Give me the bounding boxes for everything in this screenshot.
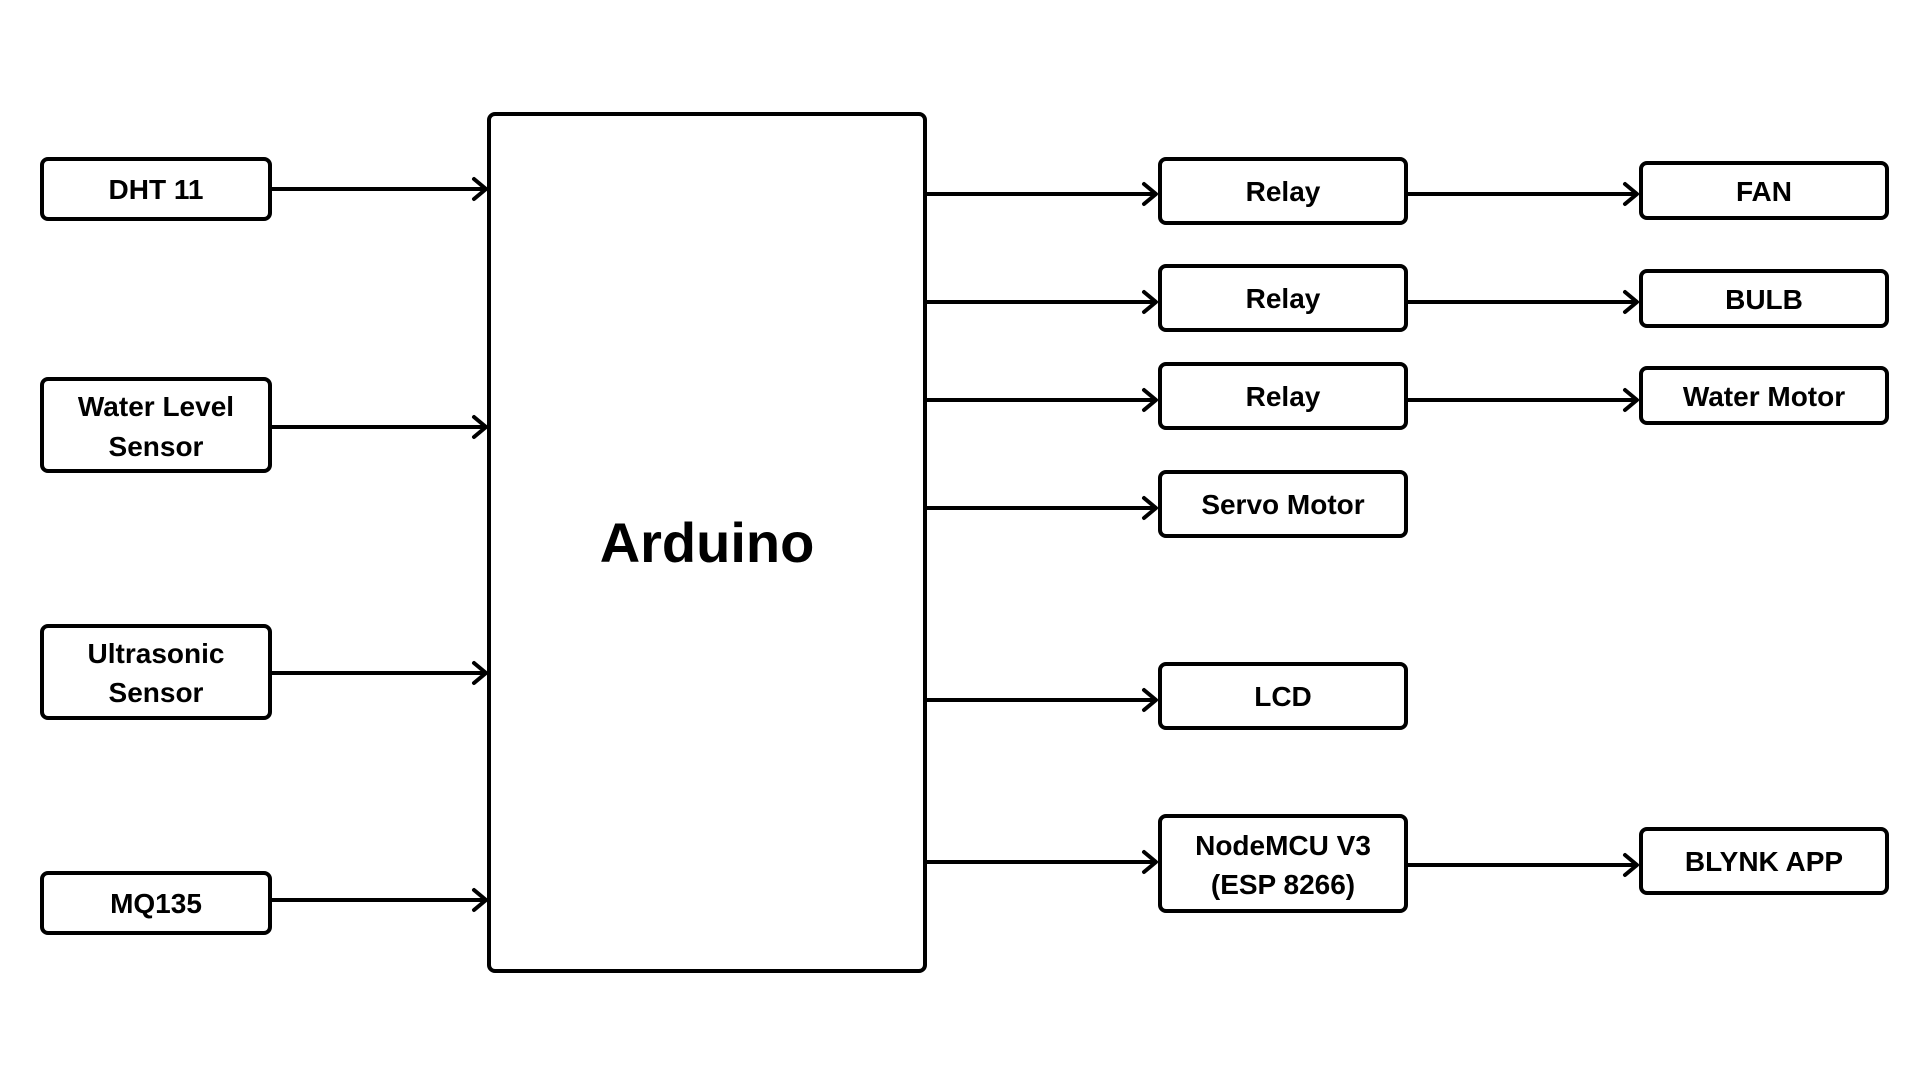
edge-arduino-to-servo-motor <box>926 496 1158 520</box>
dht11-box: DHT 11 <box>40 157 272 221</box>
arduino-block: Arduino <box>487 112 927 973</box>
relay-1-box: Relay <box>1158 157 1408 225</box>
arduino-label: Arduino <box>600 511 815 574</box>
water-level-sensor-label-line-2: Sensor <box>109 431 204 462</box>
nodemcu-label-line-2: (ESP 8266) <box>1211 869 1355 900</box>
nodemcu-box: NodeMCU V3 (ESP 8266) <box>1158 814 1408 913</box>
relay-2-label: Relay <box>1246 283 1321 314</box>
edge-arduino-to-nodemcu <box>926 850 1158 874</box>
mq135-label: MQ135 <box>110 888 202 919</box>
edge-ultrasonic-sensor-to-arduino <box>271 661 488 685</box>
water-motor-label: Water Motor <box>1683 381 1845 412</box>
edge-relay-3-to-water-motor <box>1407 388 1639 412</box>
edge-water-level-sensor-to-arduino <box>271 415 488 439</box>
lcd-box: LCD <box>1158 662 1408 730</box>
edge-dht11-to-arduino <box>271 177 488 201</box>
ultrasonic-sensor-box: Ultrasonic Sensor <box>40 624 272 720</box>
bulb-box: BULB <box>1639 269 1889 328</box>
edge-arduino-to-lcd <box>926 688 1158 712</box>
servo-motor-label: Servo Motor <box>1201 489 1364 520</box>
ultrasonic-sensor-label-line-1: Ultrasonic <box>88 638 225 669</box>
water-motor-box: Water Motor <box>1639 366 1889 425</box>
relay-1-label: Relay <box>1246 176 1321 207</box>
relay-3-box: Relay <box>1158 362 1408 430</box>
relay-2-box: Relay <box>1158 264 1408 332</box>
edge-relay-2-to-bulb <box>1407 290 1639 314</box>
mq135-box: MQ135 <box>40 871 272 935</box>
relay-3-label: Relay <box>1246 381 1321 412</box>
nodemcu-label-line-1: NodeMCU V3 <box>1195 830 1371 861</box>
ultrasonic-sensor-label-line-2: Sensor <box>109 677 204 708</box>
edge-mq135-to-arduino <box>271 888 488 912</box>
fan-label: FAN <box>1736 176 1792 207</box>
edge-arduino-to-relay-1 <box>926 182 1158 206</box>
edges <box>271 177 1639 912</box>
fan-box: FAN <box>1639 161 1889 220</box>
blynk-app-label: BLYNK APP <box>1685 846 1843 877</box>
lcd-label: LCD <box>1254 681 1312 712</box>
edge-nodemcu-to-blynk-app <box>1407 853 1639 877</box>
water-level-sensor-box: Water Level Sensor <box>40 377 272 473</box>
edge-relay-1-to-fan <box>1407 182 1639 206</box>
servo-motor-box: Servo Motor <box>1158 470 1408 538</box>
bulb-label: BULB <box>1725 284 1803 315</box>
edge-arduino-to-relay-3 <box>926 388 1158 412</box>
water-level-sensor-label-line-1: Water Level <box>78 391 234 422</box>
blynk-app-box: BLYNK APP <box>1639 827 1889 895</box>
dht11-label: DHT 11 <box>109 174 204 205</box>
edge-arduino-to-relay-2 <box>926 290 1158 314</box>
